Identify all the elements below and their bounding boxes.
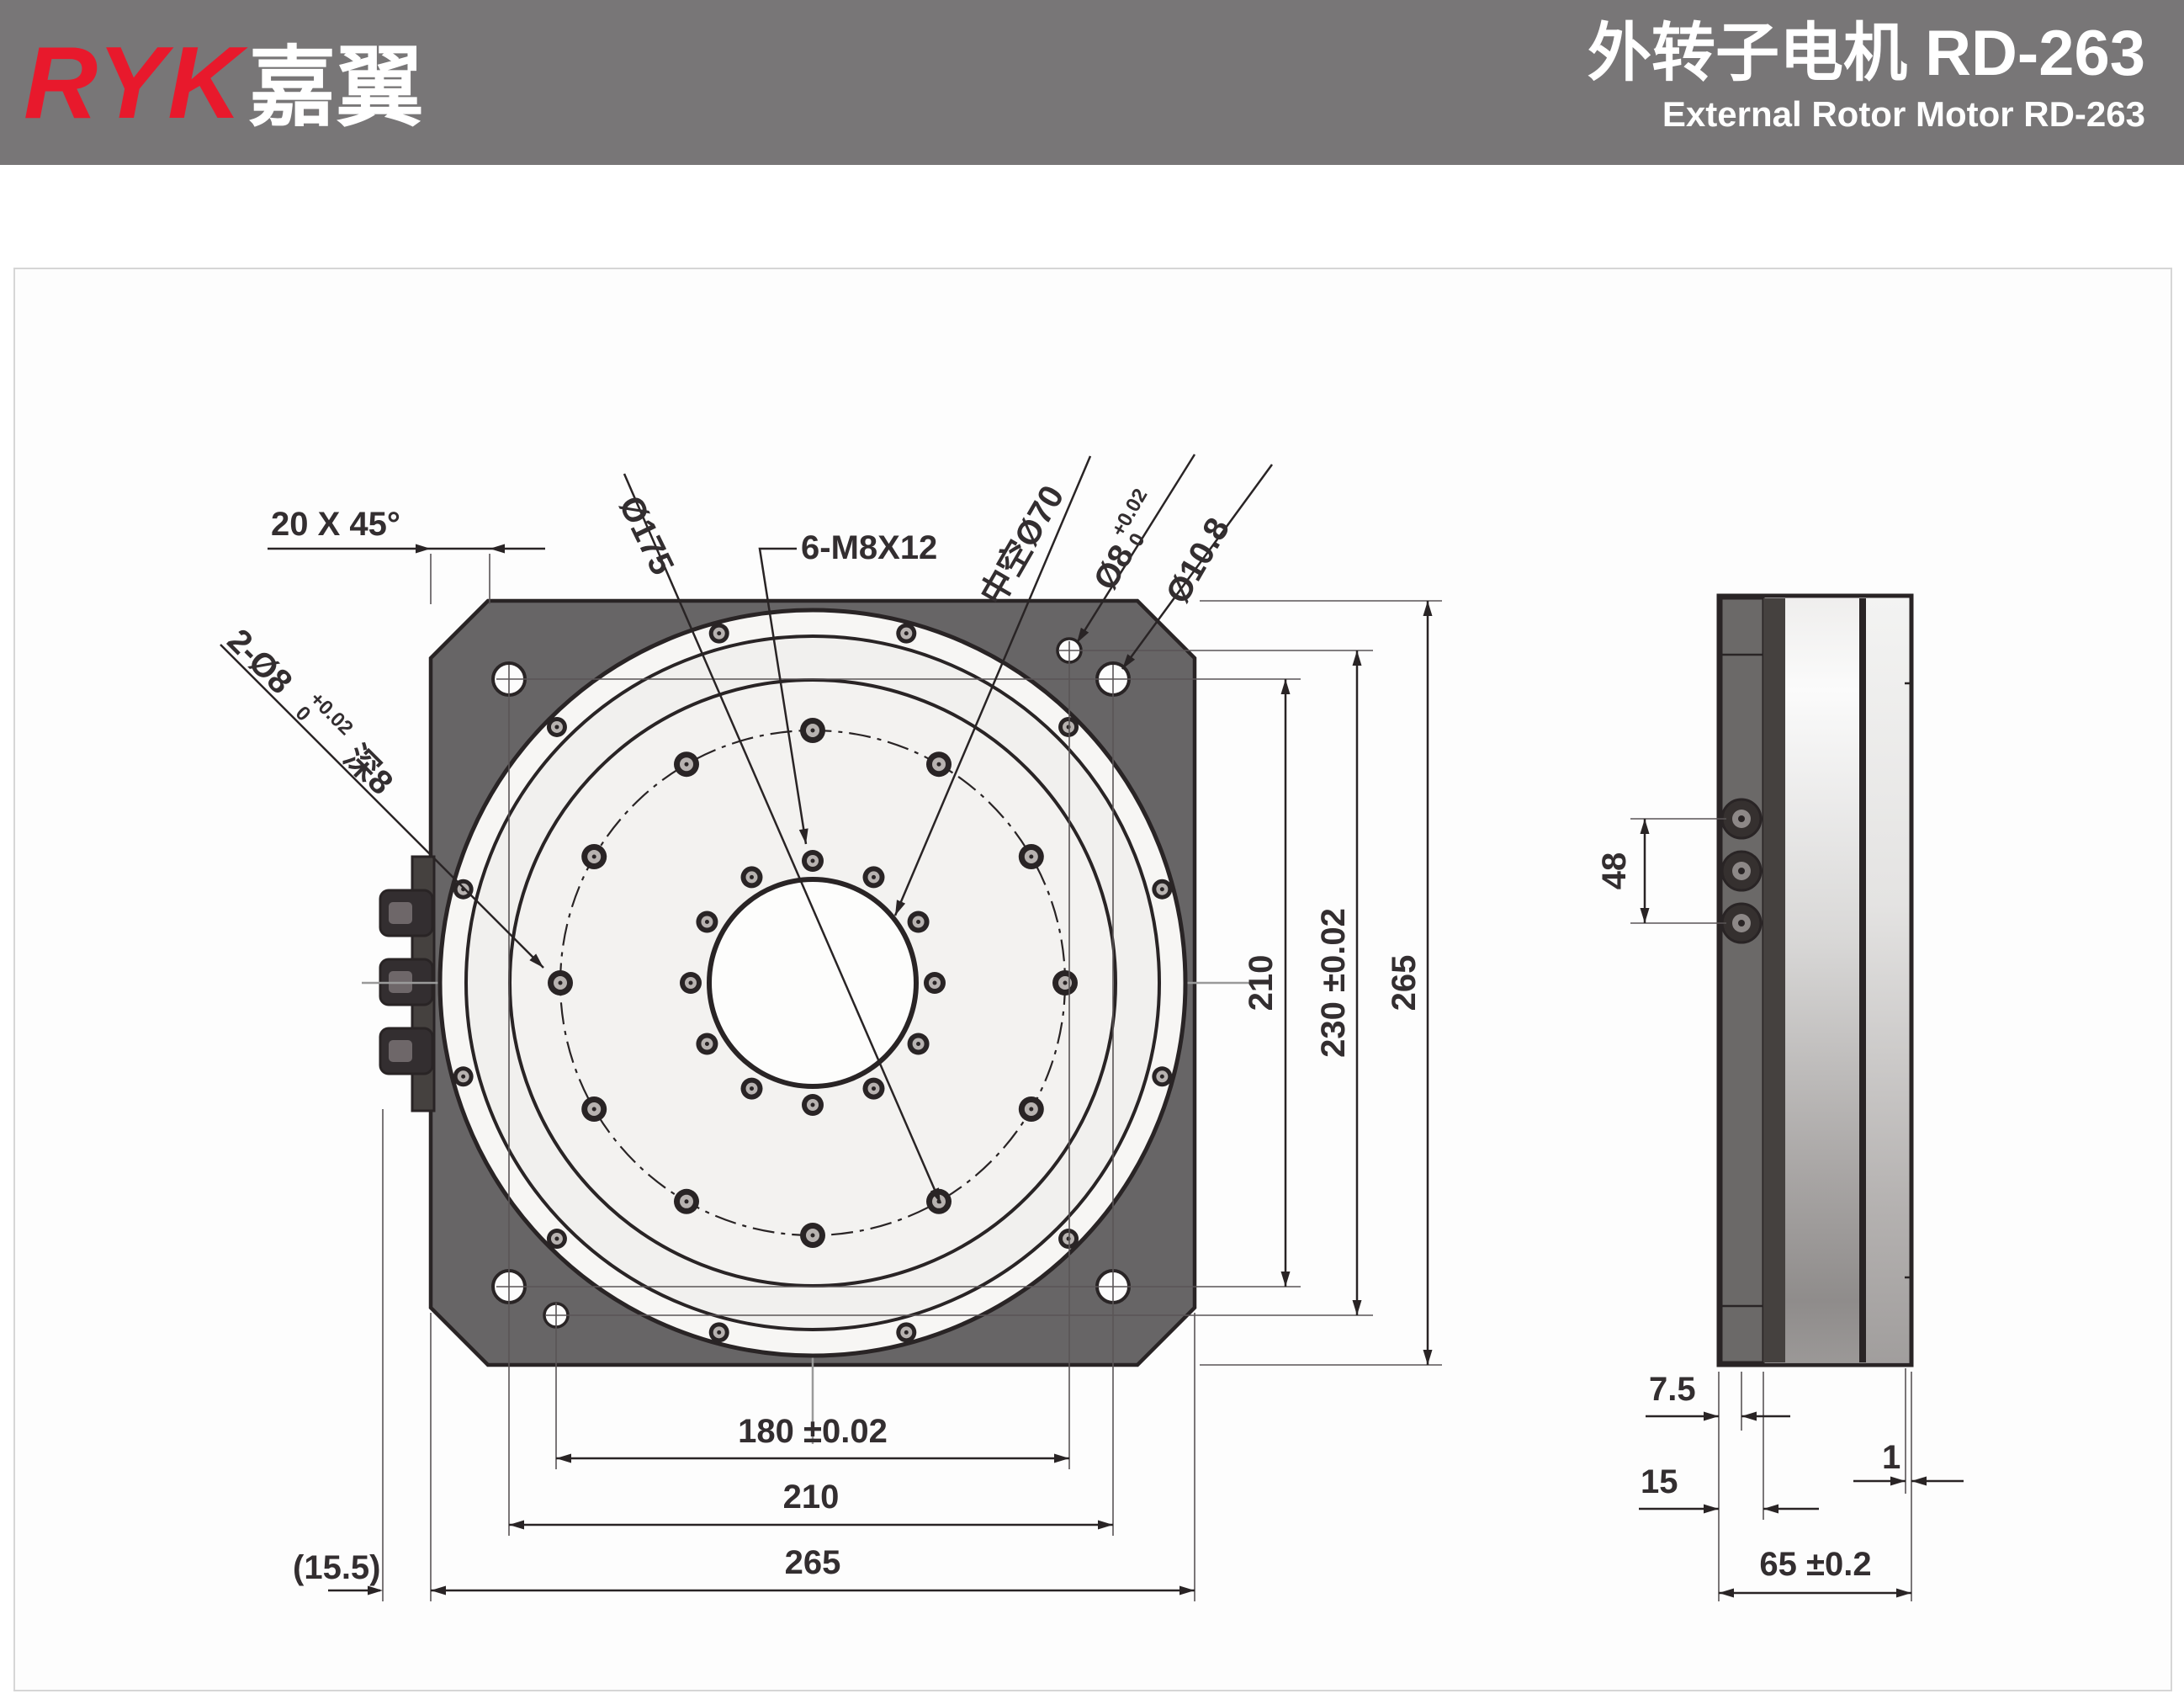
dim-side-48: 48 [1596,852,1633,890]
company-logo: RYK嘉翼 [24,24,423,147]
chamfer-label: 20 X 45° [271,506,400,543]
dim-right-265: 265 [1386,955,1423,1011]
bolt-circle-label: Ø175 [612,491,681,581]
corner-hole-label: Ø10.8 [1159,512,1238,609]
svg-text:0: 0 [291,702,315,726]
svg-text:2-Ø8: 2-Ø8 [220,622,300,701]
logo-latin-text: RYK [24,25,244,140]
dim-side-1: 1 [1882,1439,1900,1476]
side-outline [1716,593,1914,1367]
side-flange-shadow [1763,598,1785,1362]
side-view: 48 7.5 15 1 65 ±0.2 [1596,593,1964,1601]
svg-text:Ø175: Ø175 [612,491,681,581]
side-flange-strip [1720,597,1765,1364]
extension-lines [382,554,1442,1601]
screws-label: 6-M8X12 [801,529,937,566]
svg-text:深8: 深8 [337,739,400,802]
dim-offset-155: (15.5) [293,1549,381,1586]
dim-bottom-265: 265 [785,1544,841,1581]
pins-label: 2-Ø8 +0.02 0 深8 [220,622,400,802]
dim-bottom-180: 180 ±0.02 [738,1413,888,1450]
svg-text:Ø8: Ø8 [1087,539,1142,596]
page-title: 外转子电机 RD-263 [1588,18,2145,89]
svg-text:+0.02: +0.02 [305,688,358,740]
svg-text:210: 210 [1243,955,1280,1011]
dim-right-210: 210 [1243,955,1280,1011]
header-bar: RYK嘉翼 外转子电机 RD-263 External Rotor Motor … [0,0,2184,165]
dim-bottom-210: 210 [783,1479,840,1516]
dimension-arrowheads [368,544,1927,1598]
dim-right-230: 230 ±0.02 [1315,908,1352,1058]
svg-text:230 ±0.02: 230 ±0.02 [1315,908,1352,1058]
document-titles: 外转子电机 RD-263 External Rotor Motor RD-263 [1588,15,2145,136]
side-extension-lines [1630,818,1912,1601]
front-view: 20 X 45° 6-M8X12 Ø175 中空Ø70 Ø8 +0.02 0 Ø… [220,454,1442,1601]
dim-side-65: 65 ±0.2 [1759,1546,1871,1583]
page-subtitle: External Rotor Motor RD-263 [1662,94,2145,134]
dim-side-75: 7.5 [1649,1371,1696,1408]
svg-text:48: 48 [1596,852,1633,890]
svg-text:中空Ø70: 中空Ø70 [974,480,1072,612]
pin-hole-d8-label: Ø8 +0.02 0 [1087,485,1153,596]
side-divider [1859,598,1866,1362]
dimension-lines [268,547,1429,1592]
side-end-cap [1866,598,1911,1362]
hollow-bore-circle [707,877,919,1089]
logo-cjk-text: 嘉翼 [248,40,424,137]
side-rotor-barrel [1785,598,1863,1362]
hollow-label: 中空Ø70 [974,480,1072,612]
svg-text:265: 265 [1386,955,1423,1011]
svg-text:Ø10.8: Ø10.8 [1159,512,1238,609]
screw-hole-rings [453,623,1173,1343]
leader-lines [220,454,1274,1204]
connector-block-side [1720,798,1763,944]
dim-side-15: 15 [1641,1463,1678,1500]
